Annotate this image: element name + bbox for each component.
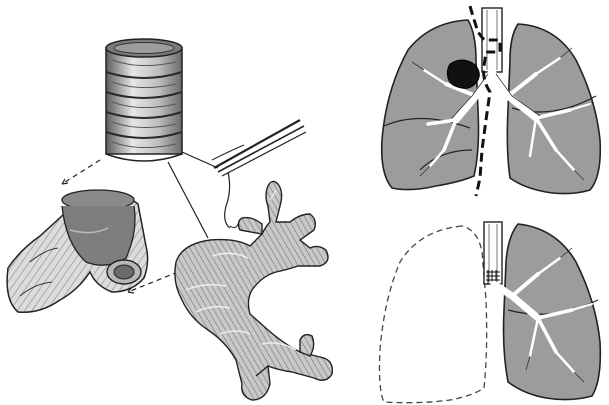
resected-airway-segment [106, 39, 182, 161]
bronchial-tree-illustration [175, 181, 332, 400]
tumor-mass [447, 60, 479, 88]
bronchial-sleeve-resection-illustration [7, 39, 332, 400]
suture-needle-icon [212, 120, 306, 228]
bronchial-anastomosis [7, 190, 147, 312]
preop-lung-tumor-diagram [382, 6, 601, 196]
postop-pneumonectomy-diagram [380, 222, 601, 403]
removed-lung-outline [380, 226, 487, 403]
trachea-stump [484, 222, 502, 284]
